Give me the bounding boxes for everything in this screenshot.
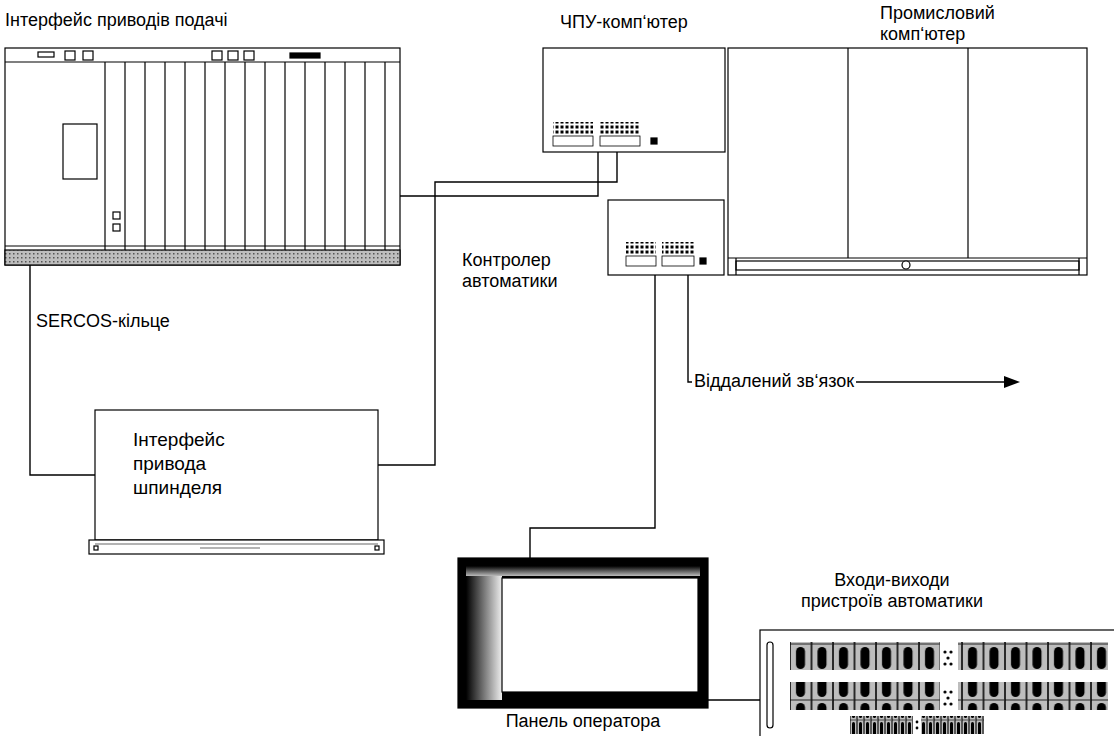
cable-connector xyxy=(30,265,95,475)
node-label: Інтерфейс привода шпинделя xyxy=(133,428,273,500)
cable-connector xyxy=(400,152,598,196)
link-label: Віддалений зв‘язок xyxy=(692,371,856,392)
spindle-interface-box: Інтерфейс привода шпинделя xyxy=(95,410,378,554)
drive-rack xyxy=(5,48,400,265)
node-label: ЧПУ-комп‘ютер xyxy=(560,12,688,33)
industrial-computer-box: Промисловий комп‘ютер xyxy=(728,48,1087,275)
node-label: Входи-виходи пристроїв автоматики xyxy=(792,570,992,612)
cable-connector xyxy=(530,275,655,558)
node-label: Промисловий комп‘ютер xyxy=(880,3,1020,45)
cnc-computer-box: ЧПУ-комп‘ютер xyxy=(543,48,725,152)
node-label: Контролер автоматики xyxy=(462,250,587,292)
io-rack xyxy=(760,630,1114,736)
industrial-computer xyxy=(728,48,1087,275)
spindle-drive-unit xyxy=(89,410,384,554)
cnc-computer xyxy=(543,48,725,152)
node-label: Інтерфейс приводів подачі xyxy=(5,10,228,31)
cable-connector xyxy=(708,699,760,700)
operator-panel: Панель оператора xyxy=(458,558,708,708)
controller-box: Контролер автоматики xyxy=(608,200,724,275)
operator-monitor xyxy=(458,558,708,708)
cable-connector xyxy=(378,152,617,465)
io-devices-box: Входи-виходи пристроїв автоматики xyxy=(760,630,1114,736)
drive-interface-rack: Інтерфейс приводів подачі xyxy=(5,48,400,265)
bus-label: SERCOS-кільце xyxy=(34,311,172,332)
automation-controller xyxy=(608,200,724,275)
node-label: Панель оператора xyxy=(458,711,708,732)
